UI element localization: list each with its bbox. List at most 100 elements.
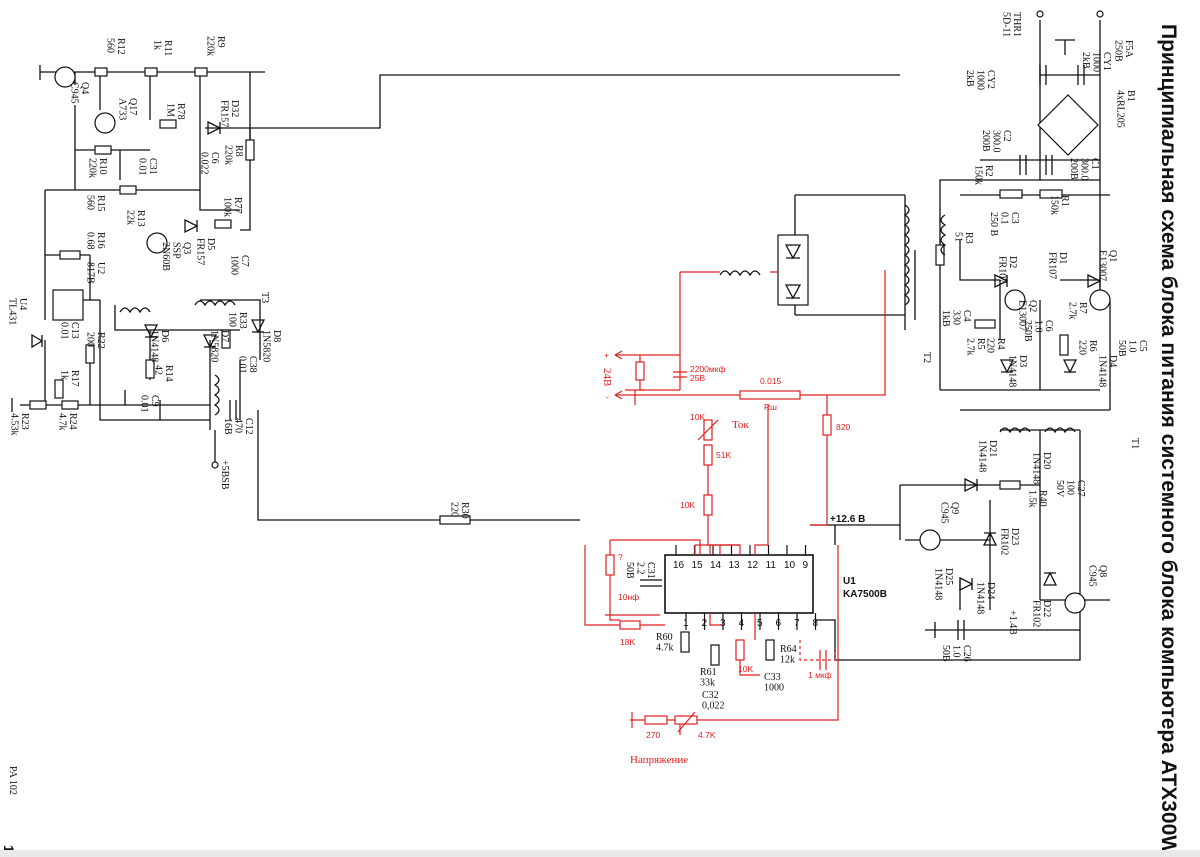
chip-pin-15: 15 [692, 560, 704, 571]
label-f5a: F5A250B [1113, 40, 1135, 62]
d23-diode [982, 531, 998, 546]
black-components [11, 10, 1111, 666]
r8-resistor [245, 139, 255, 161]
ground-thr [1055, 39, 1075, 55]
chip-pin-14: 14 [710, 560, 722, 571]
label-c-10n: 10нф [618, 592, 639, 602]
r4-resistor [974, 319, 996, 329]
arrow-minus [614, 390, 623, 400]
r77-resistor [214, 219, 232, 229]
label-r-820: 820 [836, 422, 850, 432]
label-cy2: CY210002kB [964, 70, 996, 90]
page-mark: PA 102 [7, 766, 18, 795]
label-u4: U4TL431 [7, 298, 29, 325]
u4-shunt-regulator [31, 333, 44, 349]
q8-transistor [1064, 592, 1086, 614]
c26-capacitor [957, 620, 965, 640]
d8-diode [250, 319, 266, 334]
label-r2: R2150k [973, 165, 995, 185]
label-r40: R401.5k [1027, 490, 1049, 508]
label-q1: Q1E13007 [1097, 250, 1119, 281]
label-q3: Q3SSP2N60B [160, 242, 192, 271]
label-c26: C261.050B [940, 645, 972, 662]
r-51k-resistor [703, 444, 713, 466]
c31b-capacitor [640, 579, 662, 587]
r11-resistor [144, 67, 158, 77]
chip-pin-11: 11 [766, 560, 777, 571]
chip-part: KA7500B [843, 589, 887, 600]
black-labels: Q4C945 R12560 R111k R9220k Q17A733 R781M… [7, 12, 1149, 712]
d32-diode [207, 120, 222, 136]
t3-secondary-coils [213, 374, 220, 416]
r30-resistor [439, 515, 471, 525]
label-r1: R1150k [1049, 195, 1071, 215]
pot-4k7-wiper [677, 711, 696, 733]
label-r15: R15560 [85, 195, 107, 212]
label-r4: R4220 [985, 338, 1007, 353]
label-r10: R10220k [87, 158, 109, 178]
label-r16: R160.68 [85, 232, 107, 250]
label-out-voltage: 24В [601, 368, 613, 386]
filter-choke [719, 270, 761, 277]
d3-diode [999, 359, 1015, 374]
label-d32: D32FR157 [219, 100, 241, 127]
t2-rectifier-diodes [784, 244, 802, 300]
mains-terminal-l [1036, 10, 1044, 18]
label-d5: D5FR157 [195, 238, 217, 265]
t2-primary-coils [940, 214, 947, 256]
label-r23: R234.53k [9, 413, 31, 436]
label-r9: R9220k [205, 36, 227, 56]
label-r8: R8220k [223, 145, 245, 165]
r17-resistor [54, 379, 64, 399]
r-2k4-resistor [635, 361, 645, 381]
label-c5: C51.050B [1116, 340, 1148, 357]
label-r30: R30220 [449, 502, 471, 519]
label-d1: D1FR107 [1047, 252, 1069, 279]
d5-diode [184, 218, 199, 234]
label-q-mark: ? [618, 552, 623, 562]
label-c6: C60.022 [199, 152, 221, 175]
label-r3: R351 [953, 232, 975, 244]
r15-resistor [119, 185, 137, 195]
chip-pin-9: 9 [803, 560, 809, 571]
label-r24: R244.7k [57, 413, 79, 431]
label-d7: D71N5820 [209, 330, 231, 362]
d21-diode [964, 477, 979, 493]
chip-pin-7: 7 [794, 618, 800, 629]
t2-coils [903, 204, 910, 306]
r-270-resistor [644, 715, 668, 725]
pot-10k-wiper [697, 419, 719, 441]
r14-resistor [145, 359, 155, 379]
d7-diode [202, 334, 218, 349]
label-r17: R171k [59, 370, 81, 387]
label-r13: R1322k [125, 210, 147, 227]
c-2200uf-capacitor [673, 371, 687, 378]
label-d23: D23FR102 [999, 528, 1021, 555]
r23-resistor [29, 400, 47, 410]
red-modification [584, 270, 886, 735]
label-t2: T2 [921, 352, 932, 363]
label-t1: T1 [1129, 438, 1140, 449]
mains-terminal-n [1096, 10, 1104, 18]
chip-ref: U1 [843, 576, 856, 587]
label-t3: T3 [259, 292, 270, 303]
label-c38: C380.01 [237, 356, 259, 374]
label-r-10k-b: 10K [738, 664, 753, 674]
label-r78: R781M [165, 103, 187, 120]
cy-capacitors [1039, 65, 1085, 85]
r1-resistor [1039, 189, 1063, 199]
label-r6: R6220 [1077, 340, 1099, 355]
r-820-resistor [822, 414, 832, 436]
label-q8: Q8C945 [1087, 565, 1109, 587]
label-d3: D31N4148 [1007, 355, 1029, 387]
label-r-51k: 51K [716, 450, 731, 460]
label-cy1: CY110002kB [1080, 52, 1112, 72]
r33-resistor [221, 329, 231, 349]
label-c6b: C61.0250B [1022, 320, 1054, 342]
